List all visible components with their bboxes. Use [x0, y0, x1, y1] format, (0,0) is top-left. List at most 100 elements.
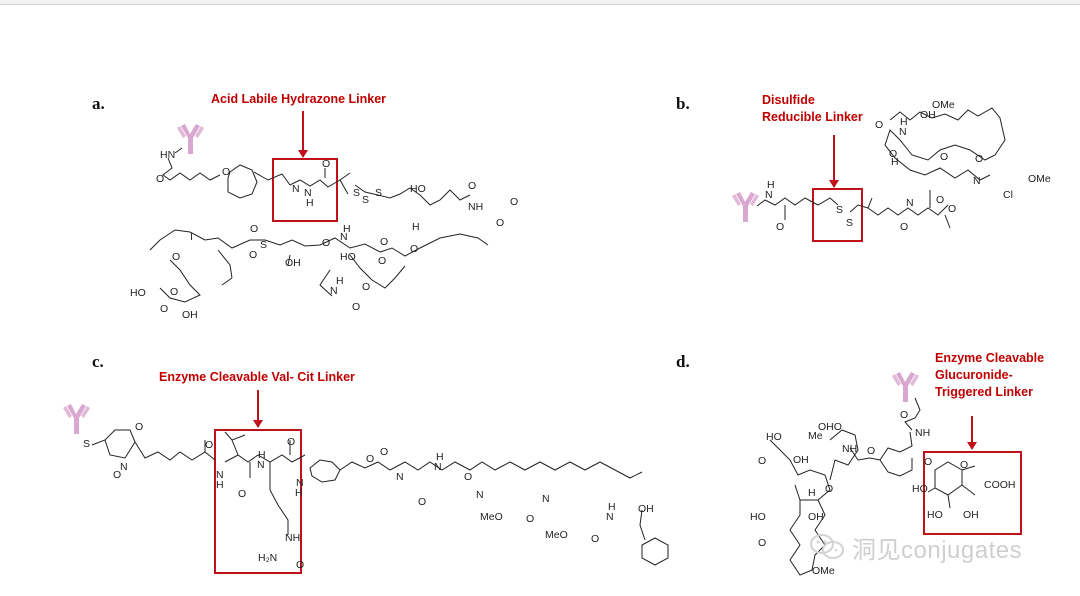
svg-text:O: O [464, 471, 472, 483]
svg-text:H: H [336, 275, 344, 287]
svg-text:N: N [120, 461, 128, 473]
svg-text:I: I [190, 231, 193, 243]
svg-text:Cl: Cl [1003, 189, 1013, 201]
svg-text:O: O [296, 559, 304, 571]
svg-text:N: N [304, 187, 312, 199]
svg-text:O: O [287, 436, 295, 448]
panel-label-d: d. [676, 352, 690, 371]
svg-text:O: O [975, 153, 983, 165]
linker-label-disulfide: Disulfide Reducible Linker [762, 92, 863, 126]
svg-text:OH: OH [963, 509, 979, 521]
svg-text:O: O [924, 456, 932, 468]
svg-text:OH: OH [638, 503, 654, 515]
svg-text:OMe: OMe [1028, 173, 1051, 185]
svg-text:O: O [875, 119, 883, 131]
svg-text:S: S [353, 187, 360, 199]
antibody-icon [892, 372, 919, 402]
svg-text:O: O [322, 237, 330, 249]
panel-label-c: c. [92, 352, 104, 371]
svg-text:NH: NH [842, 443, 857, 455]
panel-label-a: a. [92, 94, 105, 113]
svg-text:N: N [292, 183, 300, 195]
svg-text:O: O [238, 488, 246, 500]
structure-b-maytansinoid-conjugate: N H O S S O N O O O N H OH OMe O H O O N… [732, 99, 1051, 242]
svg-text:N: N [542, 493, 550, 505]
svg-text:O: O [160, 303, 168, 315]
svg-text:NH: NH [285, 532, 300, 544]
linker-box-c [214, 429, 302, 574]
svg-text:O: O [156, 173, 164, 185]
watermark-text: 洞见conjugates [852, 537, 1023, 564]
svg-text:O: O [900, 221, 908, 233]
structure-a-calicheamicin-conjugate: HN O O N N H O S S S HO O NH O O H I O S… [130, 111, 518, 321]
svg-text:N: N [434, 461, 442, 473]
linker-label-line: Disulfide [762, 93, 815, 107]
svg-text:HO: HO [766, 431, 782, 443]
svg-text:O: O [380, 446, 388, 458]
svg-text:O: O [380, 236, 388, 248]
linker-label-line: Reducible Linker [762, 110, 863, 124]
svg-text:HO: HO [927, 509, 943, 521]
linker-label-valcit: Enzyme Cleavable Val- Cit Linker [159, 370, 355, 384]
wechat-icon [810, 534, 844, 559]
svg-text:OH: OH [793, 454, 809, 466]
svg-text:N: N [296, 477, 304, 489]
linker-box-a [272, 158, 338, 222]
svg-text:OMe: OMe [812, 565, 835, 577]
svg-text:O: O [172, 251, 180, 263]
svg-text:H: H [216, 479, 224, 491]
arrowhead-a [298, 150, 308, 158]
structure-d-doxorubicin-glucuronide-conjugate: O NH OHO Me NH O HO O OH O H HO OH O O O… [750, 372, 1022, 577]
svg-text:O: O [776, 221, 784, 233]
svg-text:O: O [889, 148, 897, 160]
svg-text:S: S [260, 239, 267, 251]
svg-text:O: O [468, 180, 476, 192]
svg-text:O: O [378, 255, 386, 267]
svg-text:O: O [758, 537, 766, 549]
svg-text:S: S [375, 187, 382, 199]
svg-text:NH: NH [468, 201, 483, 213]
svg-text:HO: HO [130, 287, 146, 299]
svg-text:H: H [891, 156, 899, 168]
svg-text:MeO: MeO [480, 511, 503, 523]
svg-text:HO: HO [340, 251, 356, 263]
panel-label-b: b. [676, 94, 690, 113]
svg-text:N: N [765, 189, 773, 201]
linker-box-b [812, 188, 863, 242]
svg-text:O: O [322, 158, 330, 170]
linker-label-line: Enzyme Cleavable [935, 351, 1045, 365]
arrowhead-b [829, 180, 839, 188]
svg-text:O: O [222, 166, 230, 178]
svg-text:OHO: OHO [818, 421, 842, 433]
svg-text:O: O [410, 243, 418, 255]
svg-text:N: N [476, 489, 484, 501]
svg-text:COOH: COOH [984, 479, 1016, 491]
svg-text:O: O [526, 513, 534, 525]
svg-text:N: N [973, 175, 981, 187]
svg-text:N: N [257, 459, 265, 471]
arrowhead-d [967, 442, 977, 450]
svg-text:H: H [767, 179, 775, 191]
svg-text:O: O [960, 459, 968, 471]
svg-text:S: S [846, 217, 853, 229]
svg-text:O: O [250, 223, 258, 235]
svg-text:S: S [836, 204, 843, 216]
svg-text:O: O [936, 194, 944, 206]
svg-text:H: H [343, 223, 351, 235]
svg-text:OH: OH [808, 511, 824, 523]
svg-text:N: N [606, 511, 614, 523]
svg-text:O: O [352, 301, 360, 313]
svg-text:O: O [900, 409, 908, 421]
structure-c-mmae-conjugate: S O N O O N H O N H O N H NH H₂N O O O N… [63, 390, 669, 574]
svg-text:O: O [113, 469, 121, 481]
svg-text:N: N [216, 469, 224, 481]
antibody-icon [63, 404, 90, 434]
svg-text:H₂N: H₂N [258, 552, 277, 564]
svg-text:O: O [940, 151, 948, 163]
svg-text:H: H [608, 501, 616, 513]
svg-text:N: N [906, 197, 914, 209]
svg-text:S: S [83, 438, 90, 450]
svg-text:HO: HO [912, 483, 928, 495]
svg-text:OH: OH [182, 309, 198, 321]
